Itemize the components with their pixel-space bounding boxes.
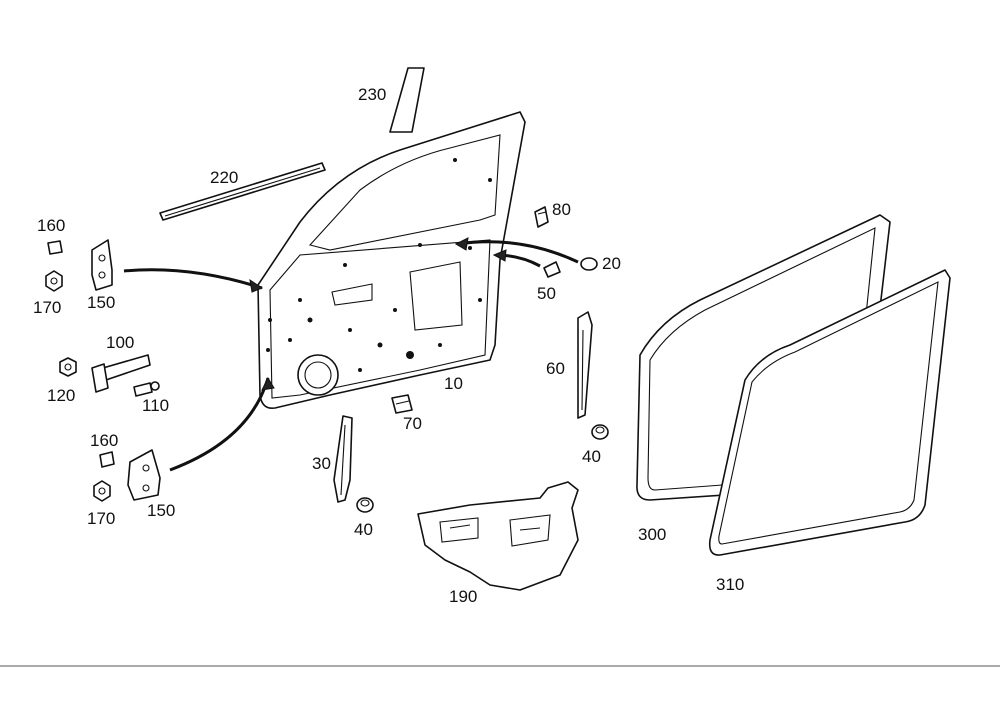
callout-80: 80 (552, 200, 571, 219)
callout-190: 190 (449, 587, 477, 606)
callout-10: 10 (444, 374, 463, 393)
callout-150-lower: 150 (147, 501, 175, 520)
part-310-seal[interactable] (708, 269, 951, 556)
part-160-bolt-lower[interactable] (99, 451, 115, 468)
callout-50: 50 (537, 284, 556, 303)
callout-310: 310 (716, 575, 744, 594)
arrow-lower-hinge (169, 377, 270, 472)
part-110-bolt[interactable] (133, 381, 160, 397)
arrow-head-clip-50 (492, 249, 507, 262)
callout-40-lower: 40 (354, 520, 373, 539)
speaker-hole (297, 354, 339, 396)
part-150-lower-hinge[interactable] (127, 449, 161, 501)
callout-100: 100 (106, 333, 134, 352)
part-160-bolt-upper[interactable] (47, 240, 63, 255)
callout-300: 300 (638, 525, 666, 544)
part-80-grommet[interactable] (534, 206, 549, 228)
arrow-plug-20 (457, 240, 579, 264)
part-30-guide-rail[interactable] (333, 415, 353, 503)
callout-220: 220 (210, 168, 238, 187)
part-170-nut-upper[interactable] (45, 270, 63, 292)
callout-230: 230 (358, 85, 386, 104)
part-190-insulation-sheet[interactable] (417, 481, 579, 591)
part-120-nut[interactable] (59, 357, 77, 377)
part-20-plug[interactable] (580, 257, 598, 271)
callout-160-lower: 160 (90, 431, 118, 450)
part-100-door-check[interactable] (91, 354, 151, 393)
arrow-upper-hinge (123, 268, 263, 290)
part-70-clip[interactable] (391, 394, 413, 414)
callout-150-upper: 150 (87, 293, 115, 312)
part-220-weatherstrip[interactable] (159, 162, 326, 221)
callout-170-lower: 170 (87, 509, 115, 528)
callout-110: 110 (142, 396, 169, 415)
callout-170-upper: 170 (33, 298, 61, 317)
arrow-head-plug-20 (454, 237, 469, 251)
arrow-head-upper-hinge (249, 278, 264, 293)
callout-20: 20 (602, 254, 621, 273)
callout-30: 30 (312, 454, 331, 473)
part-40-grommet-a[interactable] (591, 424, 609, 440)
part-50-clip[interactable] (543, 261, 561, 278)
part-170-nut-lower[interactable] (93, 480, 111, 502)
callout-60: 60 (546, 359, 565, 378)
part-40-grommet-b[interactable] (356, 497, 374, 513)
part-150-upper-hinge[interactable] (91, 239, 113, 291)
callout-160-upper: 160 (37, 216, 65, 235)
callout-120: 120 (47, 386, 75, 405)
callout-40-upper: 40 (582, 447, 601, 466)
part-60-window-rail[interactable] (577, 311, 593, 419)
part-230-trim-strip[interactable] (389, 67, 425, 133)
part-10-door-shell[interactable] (257, 111, 526, 410)
callout-70: 70 (403, 414, 422, 433)
arrow-head-lower-hinge (261, 376, 275, 391)
